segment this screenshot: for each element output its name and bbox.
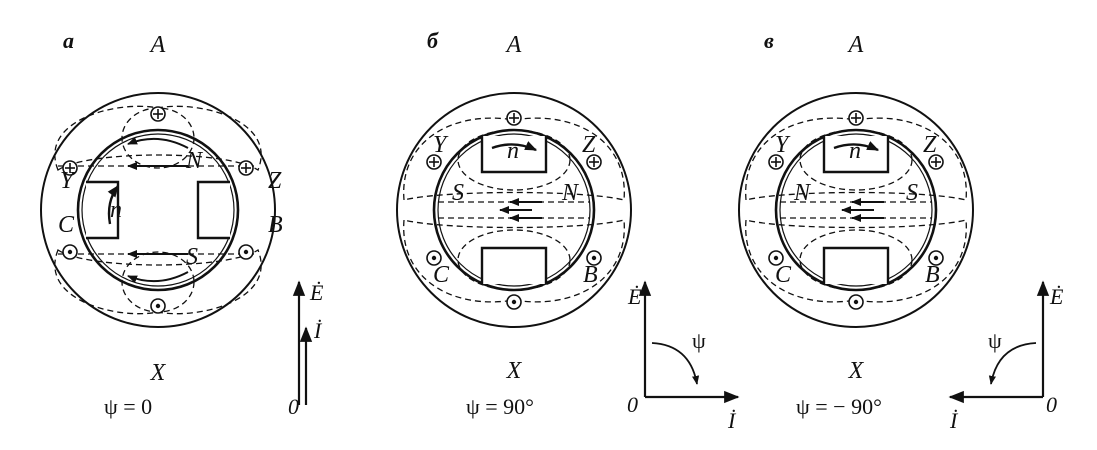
- label-c-pole-right: S: [906, 180, 918, 206]
- label-c-left-lower: C: [775, 262, 792, 288]
- panel-a: а A X Y Z C B n N S ψ = 0 0 Ė İ: [41, 28, 324, 419]
- label-a-bottom: X: [150, 360, 167, 386]
- label-b-top: A: [505, 32, 522, 58]
- panel-letter-c: в: [764, 28, 774, 53]
- machine-c: [739, 93, 973, 327]
- label-c-I: İ: [949, 408, 959, 433]
- panel-b: б A X Y Z C B n S N ψ = 90° 0 Ė İ ψ: [397, 28, 740, 433]
- label-b-right-lower: B: [583, 262, 598, 288]
- label-c-psi: ψ: [988, 328, 1002, 353]
- angle-b-psi: [651, 342, 700, 385]
- label-b-psi: ψ: [692, 328, 706, 353]
- label-a-right-upper: Z: [268, 168, 282, 194]
- label-b-right-upper: Z: [582, 132, 596, 158]
- label-c-E: Ė: [1049, 284, 1064, 309]
- label-b-origin: 0: [627, 392, 638, 417]
- label-a-rotor-n: n: [110, 197, 122, 223]
- machine-a: [41, 93, 275, 327]
- label-b-left-upper: Y: [433, 132, 449, 158]
- caption-b-psi: ψ = 90°: [466, 394, 534, 419]
- label-a-right-lower: B: [268, 212, 283, 238]
- label-a-left-lower: C: [58, 212, 75, 238]
- angle-c-psi: [988, 342, 1037, 385]
- label-b-left-lower: C: [433, 262, 450, 288]
- label-b-rotor-n: n: [507, 138, 519, 164]
- label-c-left-upper: Y: [775, 132, 791, 158]
- label-c-rotor-n: n: [849, 138, 861, 164]
- panel-letter-a: а: [63, 28, 74, 53]
- label-b-pole-left: S: [452, 180, 464, 206]
- label-c-pole-left: N: [793, 180, 812, 206]
- panel-c: в A X Y Z C B n N S ψ = − 90° 0 Ė İ ψ: [739, 28, 1064, 433]
- label-a-E: Ė: [309, 280, 324, 305]
- label-a-I: İ: [313, 318, 323, 343]
- caption-a-psi: ψ = 0: [104, 394, 152, 419]
- label-c-right-upper: Z: [923, 132, 937, 158]
- machine-b: [397, 93, 631, 327]
- label-a-origin: 0: [288, 394, 299, 419]
- label-a-top: A: [149, 32, 166, 58]
- label-b-bottom: X: [506, 358, 523, 384]
- label-c-bottom: X: [848, 358, 865, 384]
- label-b-I: İ: [727, 408, 737, 433]
- label-a-left-upper: Y: [60, 168, 76, 194]
- label-c-top: A: [847, 32, 864, 58]
- caption-c-psi: ψ = − 90°: [796, 394, 882, 419]
- label-a-pole-south: S: [186, 244, 198, 270]
- label-a-pole-north: N: [185, 148, 204, 174]
- label-b-pole-right: N: [561, 180, 580, 206]
- label-c-origin: 0: [1046, 392, 1057, 417]
- panel-letter-b: б: [427, 28, 439, 53]
- label-c-right-lower: B: [925, 262, 940, 288]
- label-b-E: Ė: [627, 284, 642, 309]
